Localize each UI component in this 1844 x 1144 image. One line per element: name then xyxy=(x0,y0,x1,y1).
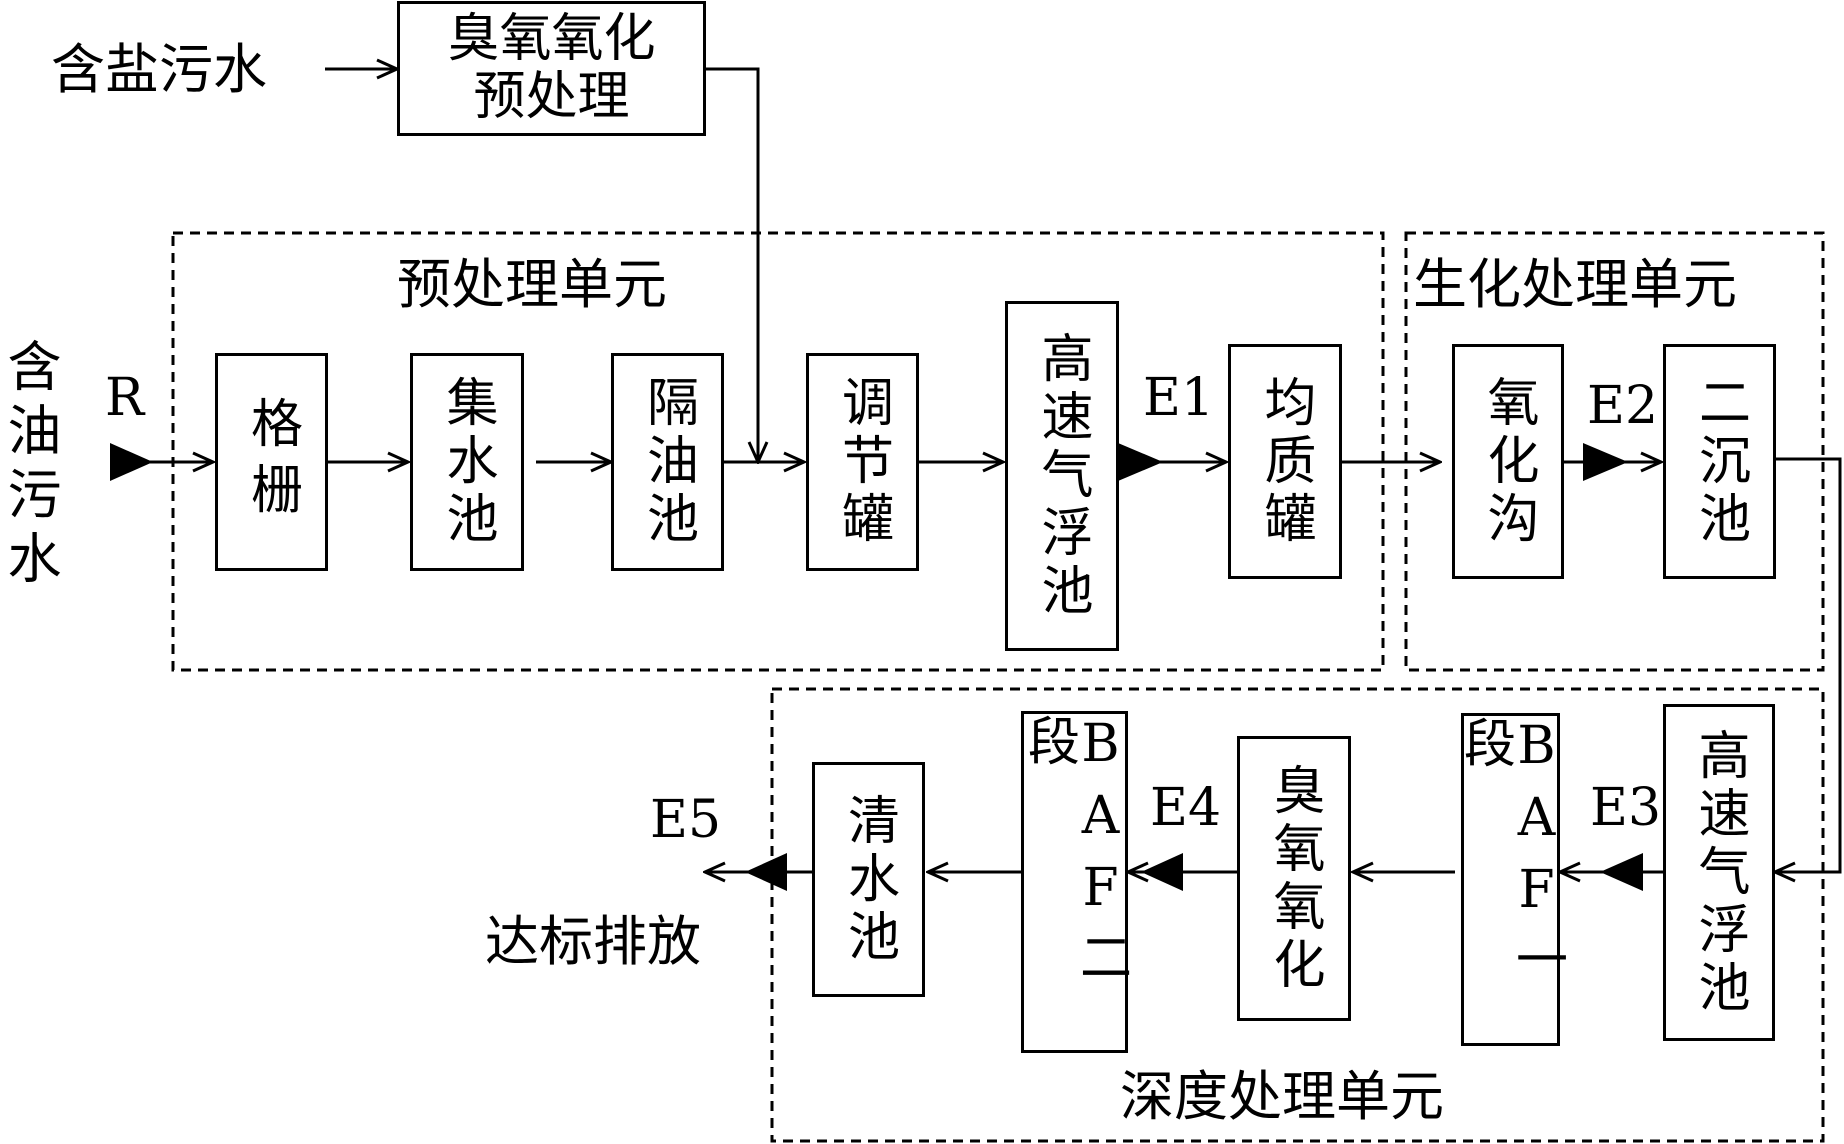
ozone-pretreatment-box: 臭氧氧化 预处理 xyxy=(397,1,706,136)
flotation-tank-1-box: 高速气浮池 xyxy=(1005,301,1119,651)
baf-stage-2-text: BAF二段 xyxy=(1018,714,1131,994)
ozone-oxidation-box: 臭氧氧化 xyxy=(1237,736,1351,1021)
sample-marker-e3 xyxy=(1600,853,1643,891)
sample-label-e5: E5 xyxy=(650,790,722,850)
baf-stage-1-box: BAF一段 xyxy=(1454,713,1567,1046)
baf-stage-1-text: BAF一段 xyxy=(1454,716,1567,996)
grille-box: 格栅 xyxy=(215,353,328,571)
advanced-unit-title: 深度处理单元 xyxy=(1120,1065,1444,1128)
discharge-label: 达标排放 xyxy=(485,910,701,973)
saline-wastewater-label: 含盐污水 xyxy=(51,38,267,101)
advanced-unit-frame xyxy=(770,687,1825,1143)
sample-label-e1: E1 xyxy=(1143,368,1215,428)
clear-water-tank-text: 清水池 xyxy=(838,792,899,967)
flotation-tank-1-text: 高速气浮池 xyxy=(1032,331,1092,621)
sample-label-e3: E3 xyxy=(1590,778,1662,838)
arrow-ozone-to-regulating xyxy=(706,67,758,462)
oxidation-ditch-box: 氧化沟 xyxy=(1452,344,1564,579)
sample-marker-r xyxy=(110,443,153,481)
oil-separator-box: 隔油池 xyxy=(611,353,724,571)
clear-water-tank-box: 清水池 xyxy=(812,762,925,997)
sample-label-e4: E4 xyxy=(1150,778,1222,838)
regulating-tank-box: 调节罐 xyxy=(806,353,919,571)
sample-marker-e5 xyxy=(745,853,787,891)
oxidation-ditch-text: 氧化沟 xyxy=(1478,374,1538,549)
biochemical-unit-frame xyxy=(1404,231,1825,672)
homogenizing-tank-box: 均质罐 xyxy=(1228,344,1342,579)
biochemical-unit-title: 生化处理单元 xyxy=(1413,253,1737,316)
flotation-tank-2-text: 高速气浮池 xyxy=(1689,727,1749,1018)
pretreatment-unit-frame xyxy=(171,231,1385,672)
secondary-clarifier-text: 二沉池 xyxy=(1689,374,1750,549)
pretreatment-unit-title: 预处理单元 xyxy=(397,253,667,316)
oil-separator-text: 隔油池 xyxy=(637,375,698,549)
regulating-tank-text: 调节罐 xyxy=(832,375,893,549)
sample-marker-e2 xyxy=(1583,443,1628,481)
secondary-clarifier-box: 二沉池 xyxy=(1663,344,1776,579)
sample-marker-e1 xyxy=(1118,443,1163,481)
ozone-oxidation-text: 臭氧氧化 xyxy=(1264,762,1324,995)
flotation-tank-2-box: 高速气浮池 xyxy=(1663,704,1775,1041)
arrow-clarifier-to-flotation2 xyxy=(1775,457,1842,872)
sample-label-r: R xyxy=(105,368,145,428)
collection-tank-text: 集水池 xyxy=(437,375,497,549)
collection-tank-box: 集水池 xyxy=(410,353,524,571)
baf-stage-2-box: BAF二段 xyxy=(1018,711,1131,1053)
sample-marker-e4 xyxy=(1141,853,1183,891)
ozone-pretreatment-text: 臭氧氧化 预处理 xyxy=(447,9,656,127)
homogenizing-tank-text: 均质罐 xyxy=(1255,374,1315,549)
sample-label-e2: E2 xyxy=(1587,376,1659,436)
grille-text: 格栅 xyxy=(241,396,302,528)
oily-wastewater-label: 含油污水 xyxy=(0,338,61,594)
